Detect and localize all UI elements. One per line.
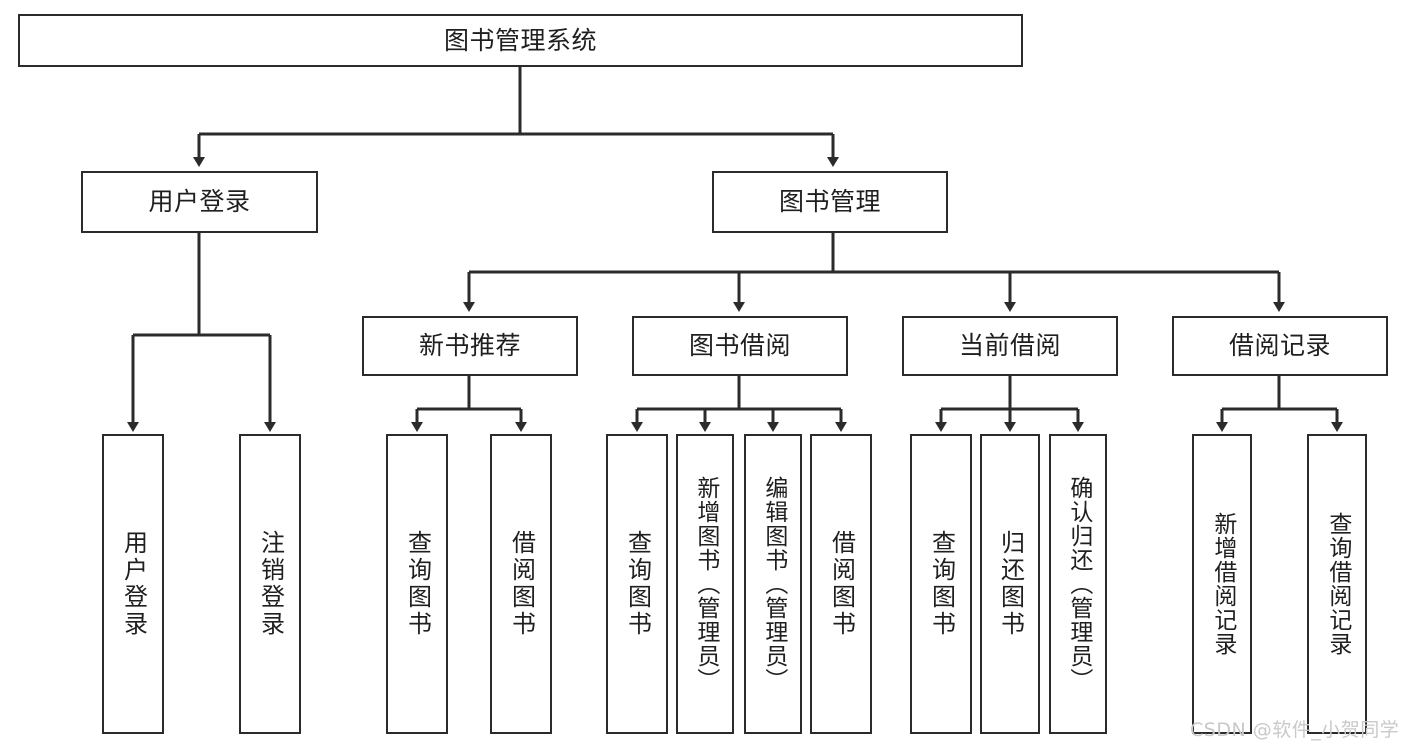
node-label: 当前借阅 [958, 331, 1061, 361]
node-leaf-user-login[interactable]: 用户登录 [102, 434, 164, 734]
node-leaf-logout-login[interactable]: 注销登录 [239, 434, 301, 734]
node-leaf-add-book-admin[interactable]: 新增图书（管理员） [676, 434, 734, 734]
node-leaf-query-borrow-record[interactable]: 查询借阅记录 [1307, 434, 1367, 734]
node-leaf-return-book[interactable]: 归还图书 [980, 434, 1040, 734]
node-label: 查询图书 [927, 530, 956, 638]
node-label: 查询图书 [403, 530, 432, 638]
node-book-borrow[interactable]: 图书借阅 [632, 316, 848, 376]
node-leaf-query-book-current[interactable]: 查询图书 [910, 434, 972, 734]
node-label: 图书管理系统 [443, 25, 597, 55]
node-label: 确认归还（管理员） [1065, 476, 1092, 692]
node-label: 借阅记录 [1228, 331, 1331, 361]
node-label: 新增图书（管理员） [692, 476, 719, 692]
node-book-management-system[interactable]: 图书管理系统 [18, 14, 1023, 67]
node-label: 用户登录 [148, 187, 251, 217]
node-leaf-add-borrow-record[interactable]: 新增借阅记录 [1192, 434, 1252, 734]
node-leaf-query-book-recommend[interactable]: 查询图书 [386, 434, 448, 734]
node-label: 编辑图书（管理员） [760, 476, 787, 692]
node-label: 借阅图书 [827, 530, 856, 638]
node-leaf-borrow-book-borrow[interactable]: 借阅图书 [810, 434, 872, 734]
node-label: 图书管理 [778, 187, 881, 217]
node-label: 注销登录 [256, 530, 285, 638]
node-label: 新书推荐 [418, 331, 521, 361]
node-label: 查询图书 [623, 530, 652, 638]
csdn-watermark: CSDN @软件_小贺同学 [1190, 719, 1400, 741]
node-label: 借阅图书 [507, 530, 536, 638]
node-new-book-recommend[interactable]: 新书推荐 [362, 316, 578, 376]
node-label: 查询借阅记录 [1324, 512, 1351, 656]
node-leaf-query-book-borrow[interactable]: 查询图书 [606, 434, 668, 734]
node-label: 归还图书 [996, 530, 1025, 638]
node-borrow-record[interactable]: 借阅记录 [1172, 316, 1388, 376]
node-label: 新增借阅记录 [1209, 512, 1236, 656]
node-leaf-edit-book-admin[interactable]: 编辑图书（管理员） [744, 434, 802, 734]
node-current-borrow[interactable]: 当前借阅 [902, 316, 1118, 376]
node-user-login[interactable]: 用户登录 [81, 171, 318, 233]
node-label: 用户登录 [119, 530, 148, 638]
node-label: 图书借阅 [688, 331, 791, 361]
node-leaf-borrow-book-recommend[interactable]: 借阅图书 [490, 434, 552, 734]
node-leaf-confirm-return-admin[interactable]: 确认归还（管理员） [1049, 434, 1107, 734]
node-book-management[interactable]: 图书管理 [712, 171, 948, 233]
